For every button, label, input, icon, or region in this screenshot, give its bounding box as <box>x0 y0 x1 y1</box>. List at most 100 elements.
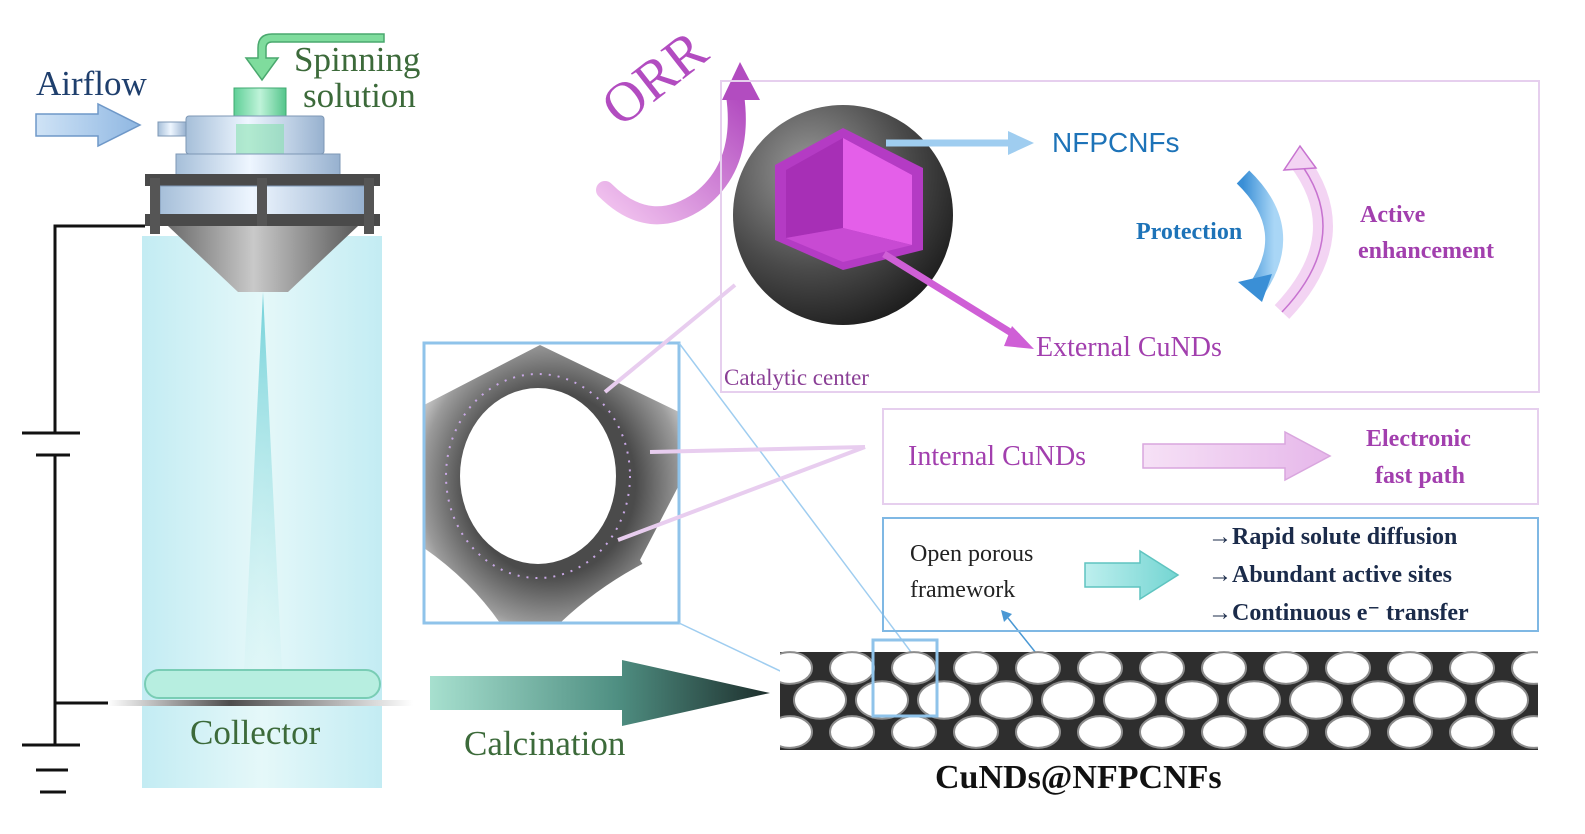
fiber-pore <box>829 715 875 749</box>
product-label: CuNDs@NFPCNFs <box>935 759 1222 796</box>
enhancement-arrow-outline <box>1281 159 1324 313</box>
fiber-pore <box>780 715 813 749</box>
catalyst-graphics <box>596 62 1333 349</box>
active-label-line2: enhancement <box>1358 238 1494 264</box>
fiber-pore <box>1325 651 1371 685</box>
electronic-path-arrow <box>1142 430 1332 482</box>
open-porous-label-line1: Open porous <box>910 541 1034 567</box>
fiber-pore <box>1511 715 1538 749</box>
framework-pointer-head <box>1001 610 1012 622</box>
fiber-pore <box>1201 651 1247 685</box>
active-label-line1: Active <box>1360 202 1426 228</box>
fiber-pore <box>780 651 813 685</box>
fiber-pore <box>1227 680 1281 720</box>
airflow-label: Airflow <box>36 64 147 103</box>
electronic-label-line2: fast path <box>1375 463 1466 489</box>
calcination-label: Calcination <box>464 724 626 763</box>
calcination-arrow <box>430 660 770 726</box>
fiber-pore <box>953 651 999 685</box>
fiber-pore <box>1139 651 1185 685</box>
fiber-pore <box>1015 715 1061 749</box>
fiber-pore <box>855 680 909 720</box>
spinning-solution-arrow <box>244 33 385 82</box>
fiber-pore <box>1077 651 1123 685</box>
fiber-pore <box>1289 680 1343 720</box>
spinning-label-line1: Spinning <box>294 40 421 79</box>
catalytic-center-label: Catalytic center <box>724 365 869 390</box>
bolt-center <box>257 178 267 234</box>
fiber-pore <box>1263 715 1309 749</box>
bolt-left <box>150 178 160 234</box>
zoom-pore-hole <box>460 388 616 564</box>
fiber-pore <box>917 680 971 720</box>
zoom-frame <box>422 341 681 625</box>
core-face-bottom <box>786 228 912 262</box>
fiber-pore <box>1077 715 1123 749</box>
fiber-pore <box>1449 715 1495 749</box>
core-face-left <box>786 138 843 238</box>
nozzle-cone <box>168 226 358 292</box>
core-face-right <box>843 138 912 245</box>
electronic-label-line1: Electronic <box>1366 426 1471 452</box>
airflow-arrow <box>35 102 142 148</box>
external-pointer <box>882 251 1020 340</box>
fiber-pore <box>1165 680 1219 720</box>
fiber-pore <box>1351 680 1405 720</box>
fiber-pore <box>1041 680 1095 720</box>
fiber-pore <box>891 651 937 685</box>
fiber-pore <box>793 680 847 720</box>
fiber-pore <box>1015 651 1061 685</box>
electrospinning-apparatus <box>22 33 770 794</box>
zoom-corner-hole-left <box>424 548 500 623</box>
fiber-mat <box>144 669 381 699</box>
solution-channel <box>236 124 284 156</box>
external-cunds-label: External CuNDs <box>1036 332 1222 363</box>
catalyst-panel <box>720 80 1540 393</box>
internal-panel <box>882 408 1539 505</box>
fiber-pore <box>1201 715 1247 749</box>
porous-arrow <box>1084 549 1180 601</box>
protection-arrow-head <box>1238 274 1272 302</box>
fiber-pore <box>1263 651 1309 685</box>
fiber-pore <box>1511 651 1538 685</box>
nanofiber-product <box>780 638 1538 750</box>
pointer-to-catalytic <box>603 283 737 394</box>
pointer-to-internal-1 <box>649 445 866 454</box>
fiber-pore <box>1449 651 1495 685</box>
zoom-cund-dots <box>445 373 631 579</box>
fiber-zoom-marker <box>871 638 939 718</box>
protection-label: Protection <box>1136 219 1243 245</box>
fiber-pore <box>979 680 1033 720</box>
fiber-pores <box>780 651 1538 749</box>
bullet-active-sites: →Abundant active sites <box>1208 562 1453 588</box>
collector-label: Collector <box>190 713 321 752</box>
fiber-pore <box>1103 680 1157 720</box>
fiber-pore <box>1325 715 1371 749</box>
air-inlet-tube <box>157 121 187 137</box>
enhancement-arrow-head <box>1282 144 1318 171</box>
fiber-pore <box>1475 680 1529 720</box>
fiber-pore <box>1139 715 1185 749</box>
fiber-pore <box>891 715 937 749</box>
fiber-pore <box>1387 651 1433 685</box>
orr-curved-arrow <box>596 86 746 225</box>
spinning-label-line2: solution <box>303 76 416 115</box>
spinning-jet <box>243 292 283 690</box>
open-porous-label-line2: framework <box>910 577 1016 603</box>
external-pointer-head <box>1004 326 1034 349</box>
nozzle-mid-body <box>175 153 341 177</box>
porous-panel <box>882 517 1539 632</box>
fiber-pore <box>953 715 999 749</box>
internal-cunds-label: Internal CuNDs <box>908 441 1087 472</box>
fiber-pore <box>1413 680 1467 720</box>
nfpcnfs-pointer-head <box>1008 131 1034 155</box>
bullet-rapid-diffusion: →Rapid solute diffusion <box>1208 524 1458 550</box>
fiber-pore <box>1387 715 1433 749</box>
pointer-to-internal-2 <box>617 445 866 542</box>
nfpcnfs-label: NFPCNFs <box>1052 127 1180 158</box>
collector-plate <box>108 700 413 706</box>
zoom-corner-hole-right <box>560 560 679 623</box>
fiber-pore <box>829 651 875 685</box>
zoom-guide-top <box>678 342 939 689</box>
